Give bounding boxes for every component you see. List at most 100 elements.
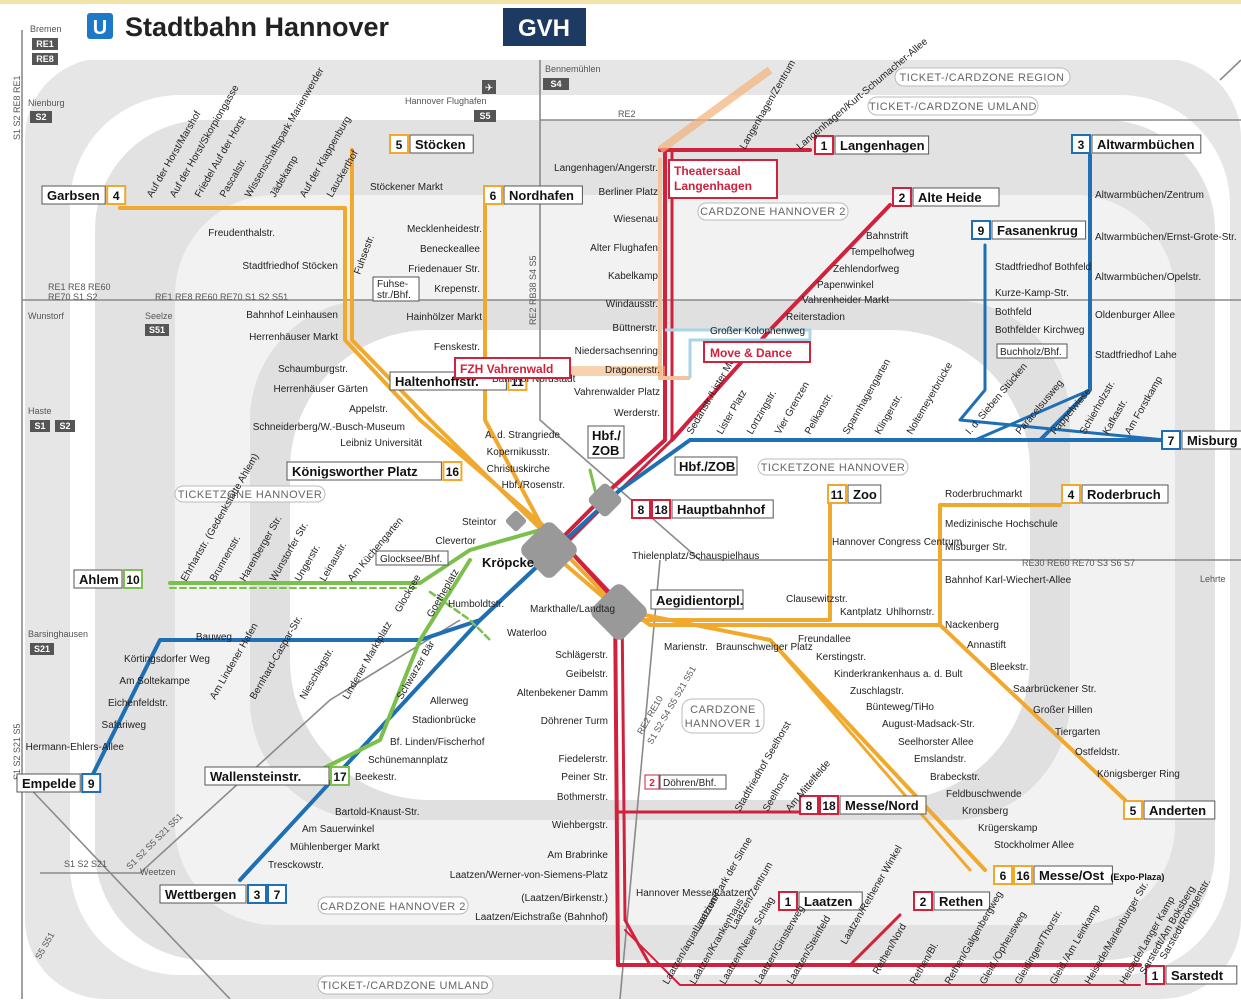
station-label[interactable]: Fenskestr. [434,342,480,353]
station-label[interactable]: August-Madsack-Str. [882,719,975,730]
station-label[interactable]: Geibelstr. [566,669,608,680]
station-label[interactable]: Kopernikusstr. [487,447,550,458]
station-label[interactable]: Freundallee [798,634,851,645]
station-label[interactable]: Roderbruchmarkt [945,489,1022,500]
station-label[interactable]: Stadtfriedhof Bothfeld [995,262,1091,273]
station-label[interactable]: Bothfeld [995,307,1032,318]
station-label[interactable]: Altwarmbüchen/Opelstr. [1095,272,1201,283]
station-label[interactable]: Langenhagen/Angerstr. [554,163,658,174]
terminal-wallensteinstr-[interactable]: Wallensteinstr.17 [204,766,350,786]
station-label[interactable]: Stadionbrücke [412,715,476,726]
station-label[interactable]: Am Sauerwinkel [302,824,374,835]
station-label[interactable]: Seelhorster Allee [898,737,974,748]
station-label[interactable]: Zehlendorfweg [833,264,899,275]
station-label[interactable]: (Laatzen/Birkenstr.) [521,893,608,904]
station-label[interactable]: Nackenberg [945,620,999,631]
station-label[interactable]: A. d. Strangriede [485,430,560,441]
station-label[interactable]: Wiesenau [614,214,658,225]
station-label[interactable]: Peiner Str. [561,772,608,783]
station-label[interactable]: Altenbekener Damm [517,688,608,699]
station-label[interactable]: Körtingsdorfer Weg [124,654,210,665]
station-label[interactable]: Humboldtstr. [448,599,504,610]
station-label[interactable]: Marienstr. [664,642,708,653]
station-label[interactable]: Bothfelder Kirchweg [995,325,1085,336]
station-label[interactable]: Bahnhof Karl-Wiechert-Allee [945,575,1072,586]
station-label[interactable]: Berliner Platz [599,187,658,198]
station-label[interactable]: Vahrenheider Markt [802,295,889,306]
station-label[interactable]: Safariweg [102,720,146,731]
station-label[interactable]: Döhrener Turm [541,716,608,727]
station-label[interactable]: Brabeckstr. [930,772,980,783]
station-label[interactable]: Beneckeallee [420,244,480,255]
station-label[interactable]: Schneiderberg/W.-Busch-Museum [253,422,405,433]
station-label[interactable]: Stadtfriedhof Stöcken [242,261,338,272]
station-label[interactable]: Kantplatz [840,607,882,618]
station-label[interactable]: Hainhölzer Markt [406,312,482,323]
station-label[interactable]: Christuskirche [487,464,551,475]
station-label[interactable]: Wiehbergstr. [552,820,608,831]
station-label[interactable]: Appelstr. [349,404,388,415]
station-label[interactable]: Stadtfriedhof Lahe [1095,350,1177,361]
station-label[interactable]: Bauweg [196,632,232,643]
station-label[interactable]: Bf. Linden/Fischerhof [390,737,485,748]
highlight-theatersaal[interactable] [668,159,778,199]
station-label[interactable]: Großer Hillen [1033,705,1092,716]
station-label[interactable]: Saarbrückener Str. [1013,684,1096,695]
station-label[interactable]: Schaumburgstr. [278,364,348,375]
station-label[interactable]: Kurze-Kamp-Str. [995,288,1069,299]
station-label[interactable]: Mühlenberger Markt [290,842,380,853]
station-label[interactable]: Zuschlagstr. [850,686,904,697]
hub-aegidientorplatz[interactable] [588,581,650,643]
station-label[interactable]: Werderstr. [614,408,660,419]
station-label[interactable]: Stöckener Markt [370,182,443,193]
station-label[interactable]: Thielenplatz/Schauspielhaus [632,551,759,562]
station-label[interactable]: Laatzen/Werner-von-Siemens-Platz [450,870,608,881]
station-label[interactable]: Dragonerstr. [605,365,660,376]
highlight-fzh[interactable] [454,357,571,379]
highlight-move-dance[interactable] [703,341,811,363]
station-label[interactable]: Hannover Congress Centrum [832,537,962,548]
station-label[interactable]: Friedenauer Str. [408,264,480,275]
station-label[interactable]: Windausstr. [606,299,658,310]
station-label[interactable]: Kabelkamp [608,271,658,282]
station-label[interactable]: Stockholmer Allee [994,840,1074,851]
station-label[interactable]: Hbf./Rosenstr. [502,480,565,491]
station-label[interactable]: Mecklenheidestr. [407,224,482,235]
station-label[interactable]: Kinderkrankenhaus a. d. Bult [834,669,963,680]
station-label[interactable]: Ostfeldstr. [1075,747,1120,758]
station-label[interactable]: Clevertor [435,536,476,547]
hub-kroepcke[interactable] [518,519,580,581]
station-label[interactable]: Papenwinkel [817,280,874,291]
station-label[interactable]: Eichenfeldstr. [108,698,168,709]
station-label[interactable]: Tresckowstr. [268,860,324,871]
station-label[interactable]: Freudenthalstr. [208,228,275,239]
station-label[interactable]: Bleekstr. [990,662,1028,673]
station-label[interactable]: Tiergarten [1055,727,1100,738]
station-label[interactable]: Herrenhäuser Markt [249,332,338,343]
station-label[interactable]: Bahnhof Leinhausen [246,310,338,321]
station-label[interactable]: Reiterstadion [786,312,845,323]
station-label[interactable]: Kerstingstr. [816,652,866,663]
station-label[interactable]: Annastift [967,640,1006,651]
station-label[interactable]: Vahrenwalder Platz [574,387,660,398]
station-label[interactable]: Hannover Messe/Laatzen [636,888,750,899]
station-label[interactable]: Misburger Str. [945,542,1007,553]
station-label[interactable]: Clausewitzstr. [786,594,848,605]
station-label[interactable]: Tempelhofweg [850,247,914,258]
station-label[interactable]: Fiedelerstr. [559,754,608,765]
station-label[interactable]: Krepenstr. [434,284,480,295]
station-label[interactable]: Altwarmbüchen/Zentrum [1095,190,1204,201]
